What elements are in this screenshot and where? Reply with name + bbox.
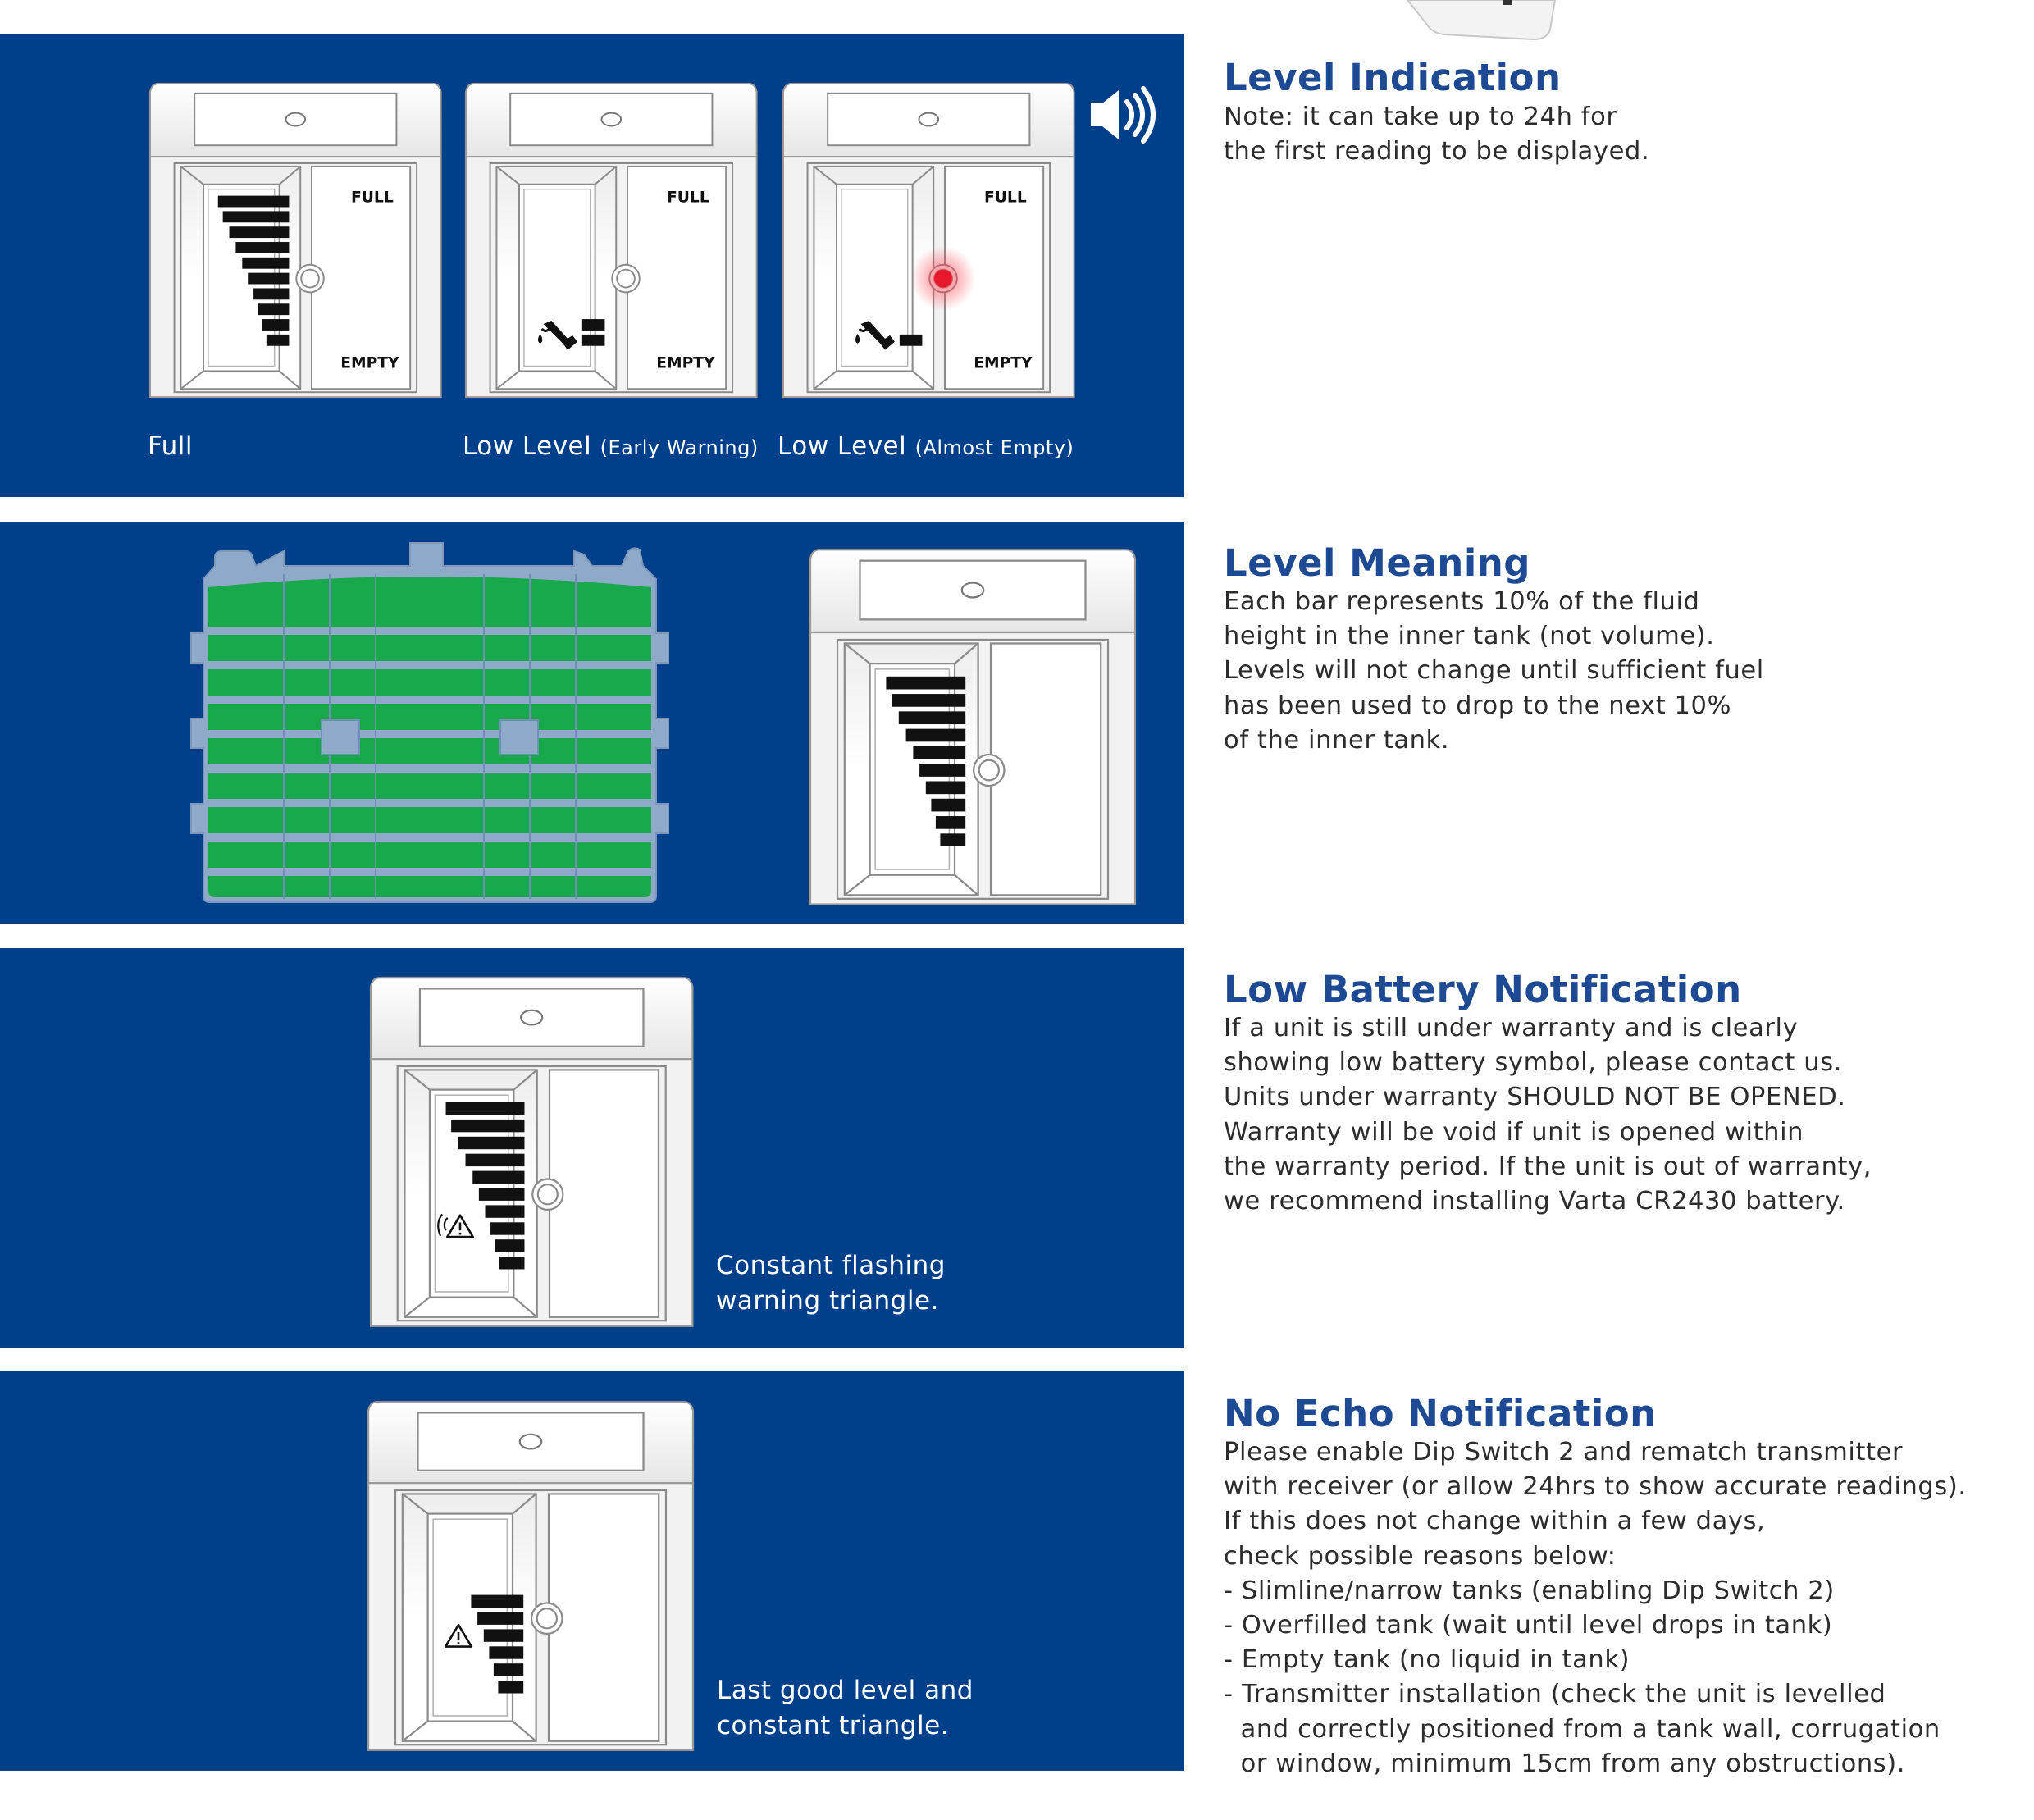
svg-text:FULL: FULL: [984, 189, 1027, 206]
text-low-battery: If a unit is still under warranty and is…: [1224, 1014, 1872, 1216]
full-label: FULL: [351, 189, 394, 206]
heading-no-echo: No Echo Notification: [1224, 1392, 1657, 1435]
caption-no-echo: Last good level and constant triangle.: [717, 1676, 974, 1740]
illustrations: FULL EMPTY FULL EMPTY FULL EMPTY: [149, 82, 1156, 1751]
tank-illustration: [190, 542, 669, 903]
text-no-echo: Please enable Dip Switch 2 and rematch t…: [1224, 1438, 1967, 1778]
svg-text:EMPTY: EMPTY: [974, 354, 1033, 372]
text-level-meaning: Each bar represents 10% of the fluid hei…: [1224, 587, 1764, 755]
speaker-icon: [1091, 86, 1156, 144]
text-level-indication: Note: it can take up to 24h for the firs…: [1224, 103, 1650, 166]
receiver-level-meaning: [809, 549, 1137, 905]
caption-early-warning: Low Level (Early Warning): [463, 431, 759, 461]
receiver-low-battery: [369, 977, 694, 1327]
receiver-early-warning: FULL EMPTY: [465, 82, 758, 399]
heading-low-battery: Low Battery Notification: [1224, 968, 1742, 1011]
empty-label: EMPTY: [340, 354, 399, 372]
cropped-device-edge: [1406, 0, 1557, 41]
heading-level-indication: Level Indication: [1224, 56, 1562, 99]
signal-icon: [437, 1213, 449, 1237]
svg-text:EMPTY: EMPTY: [656, 354, 715, 372]
receiver-full: FULL EMPTY: [149, 82, 442, 399]
heading-level-meaning: Level Meaning: [1224, 541, 1531, 585]
caption-full: Full: [148, 431, 194, 461]
receiver-no-echo: [367, 1401, 695, 1751]
svg-text:FULL: FULL: [667, 189, 709, 206]
caption-almost-empty: Low Level (Almost Empty): [778, 431, 1074, 461]
caption-low-battery: Constant flashing warning triangle.: [716, 1251, 946, 1316]
receiver-almost-empty: FULL EMPTY: [782, 82, 1075, 399]
